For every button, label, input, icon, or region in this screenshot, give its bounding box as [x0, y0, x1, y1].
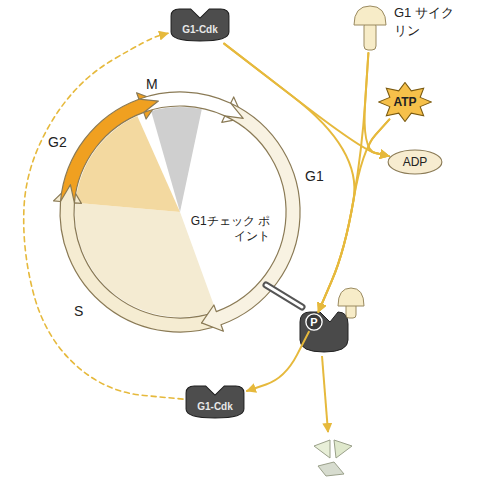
- cyclin-mushroom: [352, 4, 388, 52]
- checkpoint-bar: [266, 285, 302, 307]
- cdk-complex: G1-Cdk: [184, 384, 246, 420]
- node-text: G1-Cdk: [197, 401, 233, 413]
- reaction-connector: [318, 53, 368, 312]
- cycle-ring: [54, 92, 301, 332]
- recycle-connector: [24, 33, 183, 399]
- node-text: ADP: [403, 155, 428, 169]
- cdk-complex: G1-Cdk: [169, 7, 231, 43]
- cdk-shape: [186, 386, 244, 418]
- degraded-fragments: [314, 440, 352, 476]
- reaction-connector: [369, 119, 390, 156]
- reaction-connector: [318, 119, 389, 312]
- cyclin-stem: [364, 22, 376, 50]
- node-text: G1-Cdk: [182, 24, 218, 36]
- cyclin-cdk-complex: [300, 288, 364, 352]
- reaction-connector: [247, 332, 309, 391]
- cyclin-head: [354, 6, 386, 25]
- atp-star: ATP: [378, 82, 432, 122]
- phase-arrow: [61, 93, 159, 203]
- atp-star-shape: [379, 83, 432, 122]
- node-text: G1 サイクリン: [394, 4, 466, 39]
- degradation-arrow: [322, 356, 328, 432]
- checkpoint-label: G1チェック ポイント: [190, 214, 270, 244]
- adp-oval-shape: [388, 150, 442, 174]
- phase-label: M: [146, 76, 158, 94]
- cdk-shape: [171, 9, 229, 41]
- phase-label: G1: [305, 168, 324, 186]
- cyclin-label: G1 サイクリン: [394, 4, 466, 39]
- phosphate-shape: [306, 314, 322, 330]
- phase-label: S: [74, 303, 83, 321]
- reaction-connector: [224, 44, 389, 157]
- phase-wedge: [151, 107, 202, 212]
- cyclin-protein: G1 サイクリン: [352, 4, 470, 54]
- node-text: ATP: [393, 95, 416, 109]
- phase-label: G2: [48, 134, 67, 152]
- phosphate-circle: P: [305, 313, 323, 331]
- phase-arrow: [54, 185, 222, 332]
- adp-oval: ADP: [387, 149, 443, 175]
- node-text: P: [310, 317, 317, 328]
